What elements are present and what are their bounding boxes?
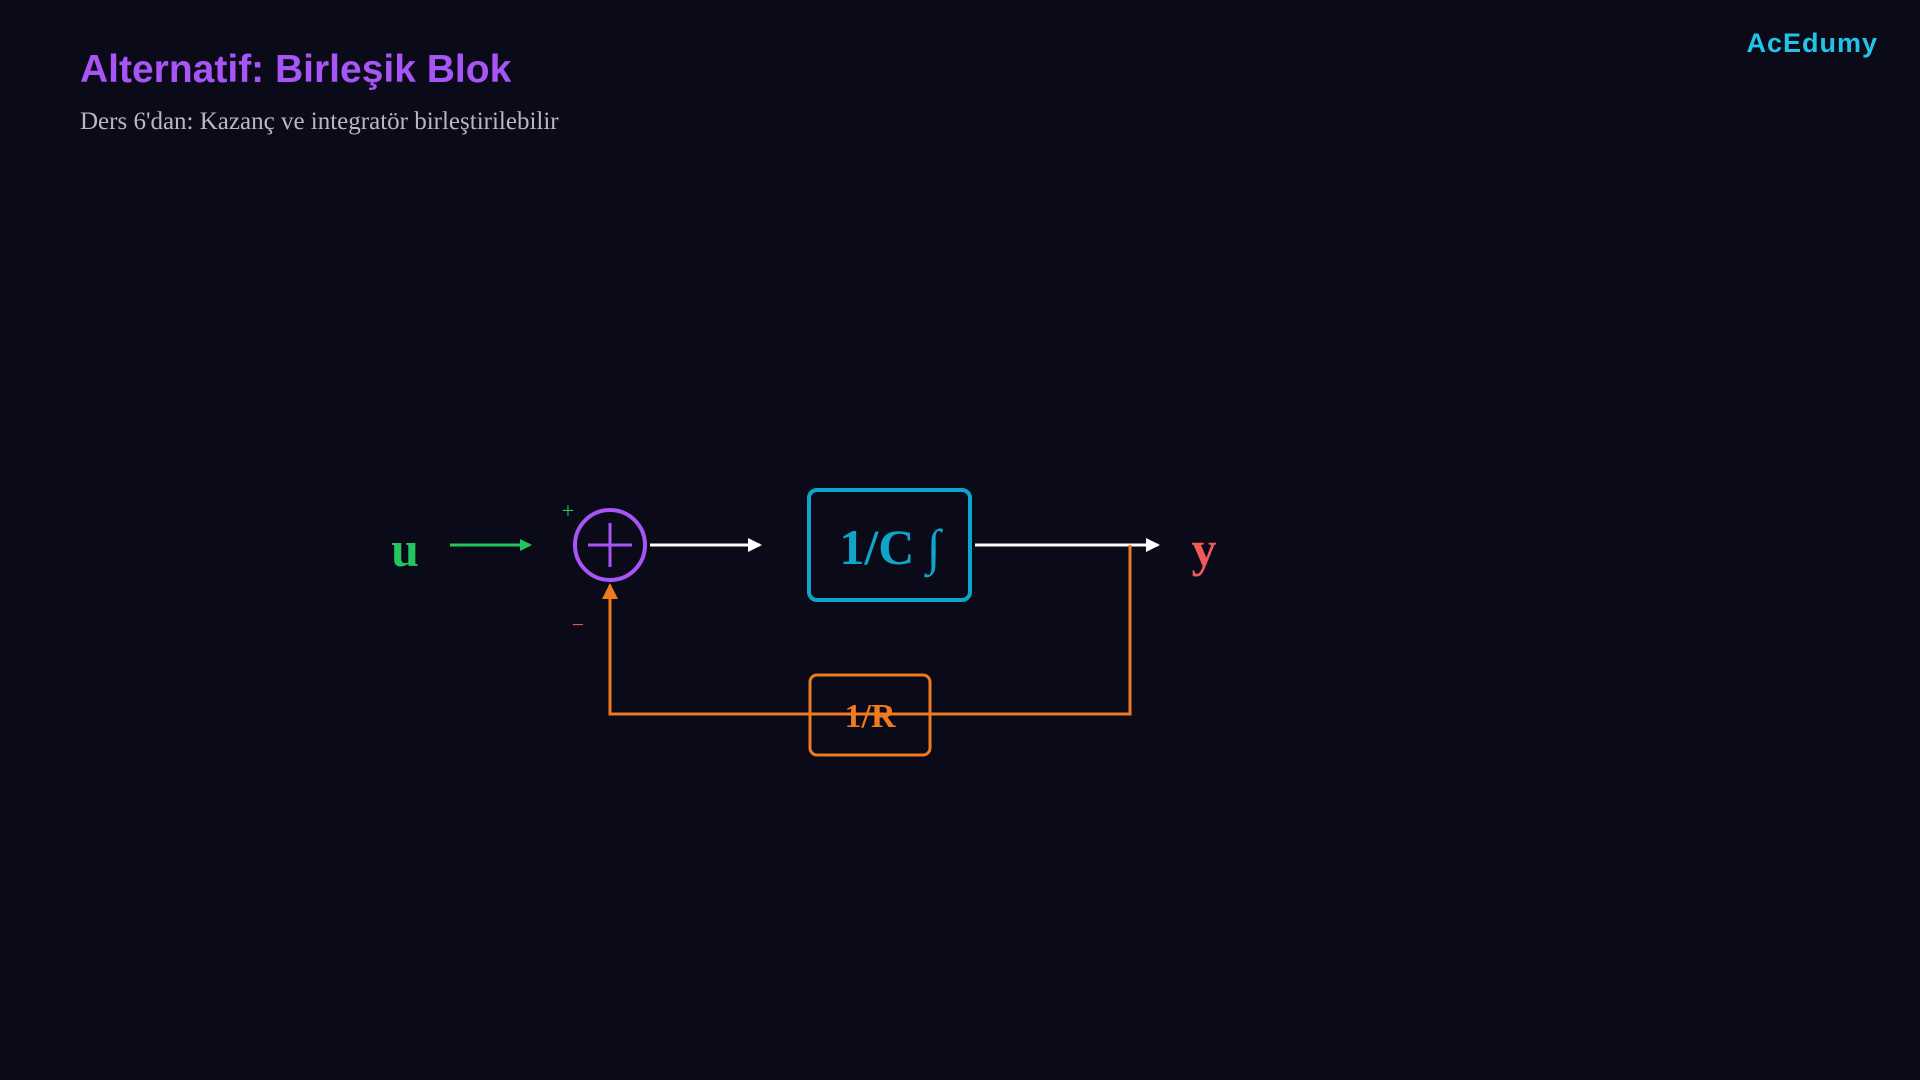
sum-plus-sign: +	[562, 498, 574, 523]
sum-minus-sign: −	[572, 612, 584, 637]
feedback-path	[602, 545, 1132, 716]
forward-block	[807, 488, 972, 602]
forward-block-label: 1/C ∫	[839, 519, 944, 578]
summing-junction	[573, 508, 647, 582]
slide-title: Alternatif: Birleşik Blok	[80, 48, 512, 91]
brand-logo: AcEdumy	[1746, 28, 1878, 58]
input-signal-label: u	[391, 521, 419, 577]
output-signal-label: y	[1192, 521, 1217, 577]
slide-subtitle: Ders 6'dan: Kazanç ve integratör birleşt…	[80, 108, 559, 135]
feedback-block-label: 1/R	[845, 698, 896, 735]
feedback-block	[808, 673, 932, 757]
